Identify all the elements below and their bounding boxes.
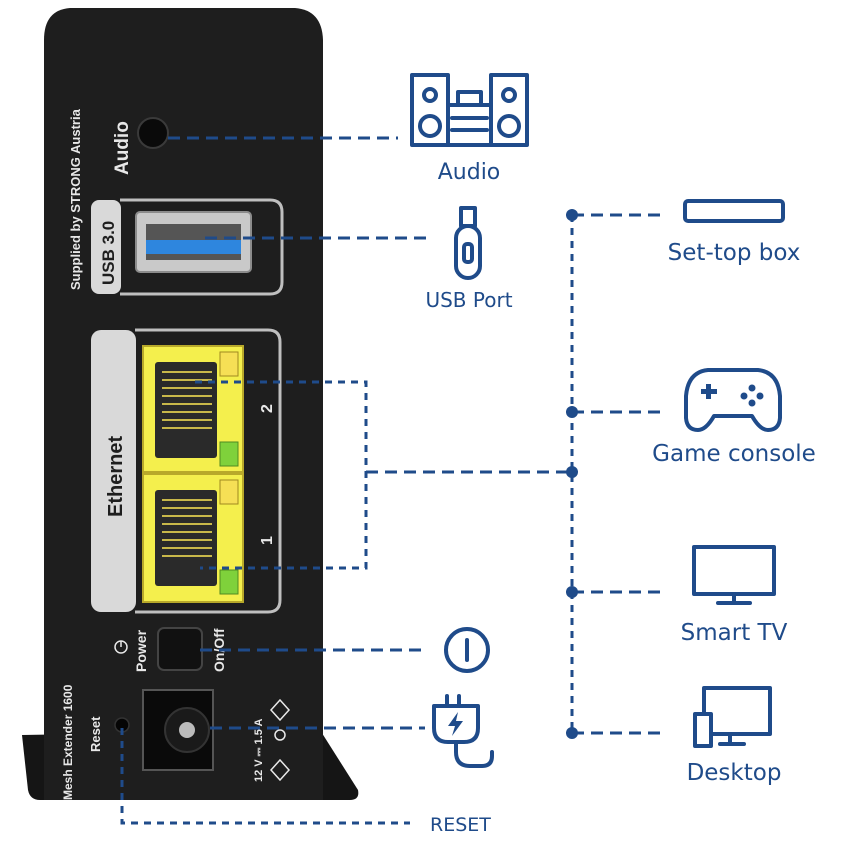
usb-port-tongue: [146, 240, 241, 254]
desktop-icon: [693, 686, 772, 748]
reset-label: Reset: [88, 716, 103, 752]
usb-callout-label: USB Port: [425, 288, 512, 312]
connector-lines: [120, 136, 665, 825]
junction-dot: [566, 209, 578, 221]
audio-jack[interactable]: [137, 117, 169, 149]
ethernet-port-2[interactable]: [142, 345, 244, 473]
smart-tv-label: Smart TV: [681, 620, 788, 646]
device: Supplied by STRONG Austria Audio USB 3.0…: [22, 8, 359, 800]
set-top-box-label: Set-top box: [668, 240, 801, 266]
usb-stick-icon: [454, 206, 482, 280]
brand-text: Supplied by STRONG Austria: [68, 108, 83, 290]
desktop-label: Desktop: [687, 760, 782, 786]
speaker-system-icon: [410, 73, 529, 147]
power-symbol-small: [114, 640, 128, 654]
junction-dot: [566, 406, 578, 418]
junction-dot: [566, 586, 578, 598]
set-top-box-icon: [683, 199, 785, 223]
reset-connector: [120, 728, 410, 825]
port-1-label: 1: [259, 536, 276, 545]
ethernet-bracket: [135, 328, 282, 614]
dc-jack-pin: [179, 722, 195, 738]
usb-port-label: USB 3.0: [99, 221, 118, 285]
power-button[interactable]: [157, 627, 203, 671]
model-text: Mesh Extender 1600: [61, 684, 75, 800]
junction-dot: [566, 466, 578, 478]
port-2-label: 2: [259, 404, 276, 413]
polarity-icon: [269, 698, 291, 782]
ethernet-bracket-connector: [195, 380, 368, 570]
power-adapter-icon: [432, 694, 494, 768]
junction-dot: [566, 727, 578, 739]
power-spec-label: 12 V ⎓ 1.5 A: [253, 719, 265, 782]
ethernet-label: Ethernet: [105, 436, 127, 517]
usb-bracket: [120, 198, 284, 296]
reset-callout-label: RESET: [430, 814, 491, 836]
power-label: Power: [133, 629, 149, 672]
tv-icon: [692, 545, 776, 605]
power-icon: [444, 627, 490, 673]
game-console-label: Game console: [652, 441, 816, 467]
audio-port-label: Audio: [112, 121, 133, 175]
ethernet-label-tab: [91, 330, 136, 612]
gamepad-icon: [684, 368, 782, 432]
audio-callout-label: Audio: [438, 160, 501, 185]
usb-label-tab: [91, 200, 121, 294]
ethernet-port-1[interactable]: [142, 473, 244, 603]
